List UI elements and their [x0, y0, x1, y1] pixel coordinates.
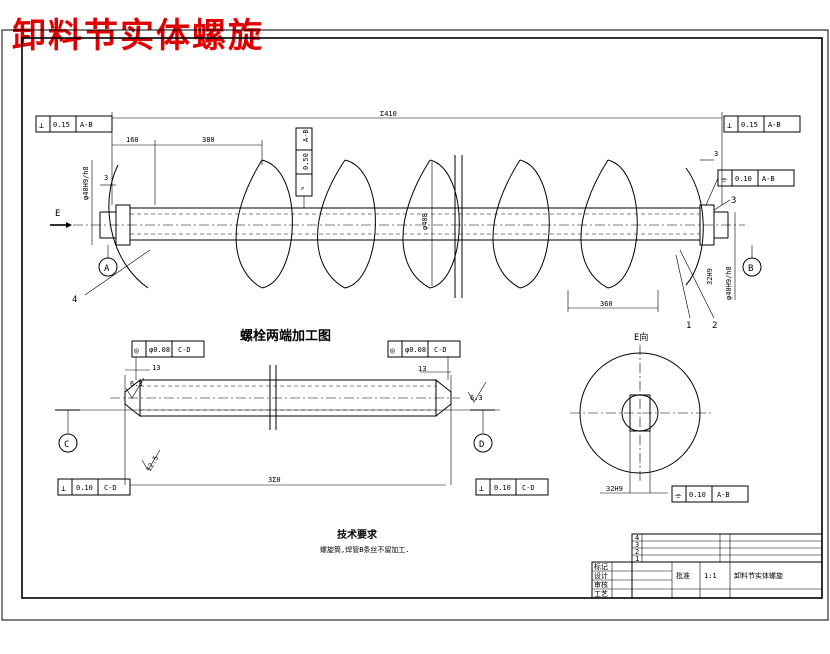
datum-b-circle [742, 257, 762, 277]
svg-text:工艺: 工艺 [594, 590, 608, 598]
svg-text:1: 1 [635, 555, 639, 563]
svg-text:0.15: 0.15 [53, 121, 70, 129]
svg-text:A-B: A-B [717, 491, 730, 499]
main-shaft-view: Σ410 160 380 3 3 360 φ408 φ40H9/h8 φ40H9… [50, 110, 762, 331]
dim-bottom-total: 3Σ0 [268, 476, 281, 484]
roughness-left: 6.3 [130, 380, 143, 388]
gt-frame-conc-right: ◎ φ0.08 C-D [387, 340, 461, 380]
svg-text:⊥: ⊥ [39, 121, 44, 130]
svg-text:0.10: 0.10 [76, 484, 93, 492]
roughness-right: 6.3 [470, 394, 483, 402]
svg-text:批准: 批准 [676, 571, 690, 580]
part-number-3: 3 [731, 196, 736, 206]
section-e-view: 32H9 [570, 345, 712, 494]
svg-text:◎: ◎ [390, 346, 395, 355]
svg-text:⊥: ⊥ [61, 484, 66, 493]
dim-keyway: 32H9 [606, 485, 623, 493]
svg-text:C-D: C-D [522, 484, 535, 492]
svg-text:φ0.08: φ0.08 [405, 346, 426, 354]
left-collar [115, 204, 131, 246]
svg-text:⌯: ⌯ [721, 175, 728, 184]
detail-view-title: 螺栓两端加工图 [240, 328, 331, 344]
dim-right-32: 32H9 [706, 268, 714, 285]
page-title: 卸料节实体螺旋 [12, 16, 264, 56]
dim-left-13: 13 [152, 364, 160, 372]
part-number-2: 2 [712, 321, 717, 331]
helical-flights [108, 159, 704, 289]
part-number-1: 1 [686, 321, 691, 331]
title-block: 4 3 2 1 标记 设计 审核 工艺 批准 1:1 卸料节实体螺旋 [591, 533, 823, 599]
gt-frame-perp-bottom-left: ⊥ 0.10 C-D [57, 478, 131, 496]
dim-left-dia: φ40H9/h8 [82, 166, 90, 200]
svg-text:4: 4 [635, 534, 639, 542]
section-view-label: E向 [634, 331, 648, 343]
svg-text:1:1: 1:1 [704, 572, 717, 580]
svg-text:设计: 设计 [594, 571, 608, 580]
gt-frame-runout: A-B 0.50 ↗ [295, 127, 313, 208]
datum-c-circle [58, 433, 78, 453]
dim-right-dia: φ40H9/h8 [725, 266, 733, 300]
svg-text:A-B: A-B [762, 175, 775, 183]
gt-frame-sym-right: ⌯ 0.10 A-B [705, 169, 795, 206]
svg-text:0.10: 0.10 [735, 175, 752, 183]
right-collar [699, 204, 715, 246]
svg-text:↗: ↗ [300, 184, 304, 192]
datum-a-circle [98, 257, 118, 277]
datum-a-label: A [104, 264, 110, 274]
gt-frame-top-left: ⊥ 0.15 A-B [35, 115, 113, 133]
svg-text:0.10: 0.10 [494, 484, 511, 492]
svg-text:0.50: 0.50 [302, 153, 310, 170]
datum-b-label: B [748, 264, 753, 274]
part-number-4: 4 [72, 295, 77, 305]
dim-bottom-13: 13 [418, 365, 426, 373]
datum-d-circle [473, 433, 493, 453]
dim-middle: φ408 [421, 213, 429, 230]
svg-text:0.15: 0.15 [741, 121, 758, 129]
svg-text:φ0.08: φ0.08 [149, 346, 170, 354]
title-block-name: 卸料节实体螺旋 [734, 571, 783, 580]
inner-frame [21, 37, 823, 599]
view-arrow-e-label: E [55, 209, 60, 219]
gt-frame-sym-bottom: ⌯ 0.10 A-B [671, 485, 749, 503]
svg-text:A-B: A-B [302, 129, 310, 142]
svg-text:◎: ◎ [134, 346, 139, 355]
svg-text:标记: 标记 [594, 562, 608, 571]
roughness-bottom: 12.5 [145, 454, 160, 473]
dim-overall: Σ410 [380, 110, 397, 118]
gt-frame-conc-left: ◎ φ0.08 C-D [131, 340, 205, 380]
svg-text:审核: 审核 [594, 580, 608, 589]
dim-right-3: 3 [714, 150, 718, 158]
svg-text:C-D: C-D [104, 484, 117, 492]
svg-text:C-D: C-D [434, 346, 447, 354]
gt-frame-top-right: ⊥ 0.15 A-B [723, 115, 801, 133]
outer-frame [1, 29, 829, 621]
svg-text:3: 3 [635, 541, 639, 549]
svg-text:⊥: ⊥ [727, 121, 732, 130]
svg-text:0.10: 0.10 [689, 491, 706, 499]
svg-text:C-D: C-D [178, 346, 191, 354]
svg-text:A-B: A-B [80, 121, 93, 129]
datum-c-label: C [64, 440, 69, 450]
svg-text:A-B: A-B [768, 121, 781, 129]
dim-380: 380 [202, 136, 215, 144]
gt-frame-perp-bottom-right: ⊥ 0.10 C-D [475, 478, 549, 496]
tech-req-text: 螺旋筒,焊管B条丝不留加工. [320, 545, 410, 554]
svg-text:⌯: ⌯ [675, 491, 682, 500]
detail-view: 3Σ0 13 13 6.3 12.5 6.3 C D [55, 364, 500, 486]
svg-text:⊥: ⊥ [479, 484, 484, 493]
dim-160: 160 [126, 136, 139, 144]
datum-d-label: D [479, 440, 484, 450]
tech-req-heading: 技术要求 [337, 528, 378, 541]
svg-text:2: 2 [635, 548, 639, 556]
dim-pitch: 360 [600, 300, 613, 308]
dim-left-3: 3 [104, 174, 108, 182]
